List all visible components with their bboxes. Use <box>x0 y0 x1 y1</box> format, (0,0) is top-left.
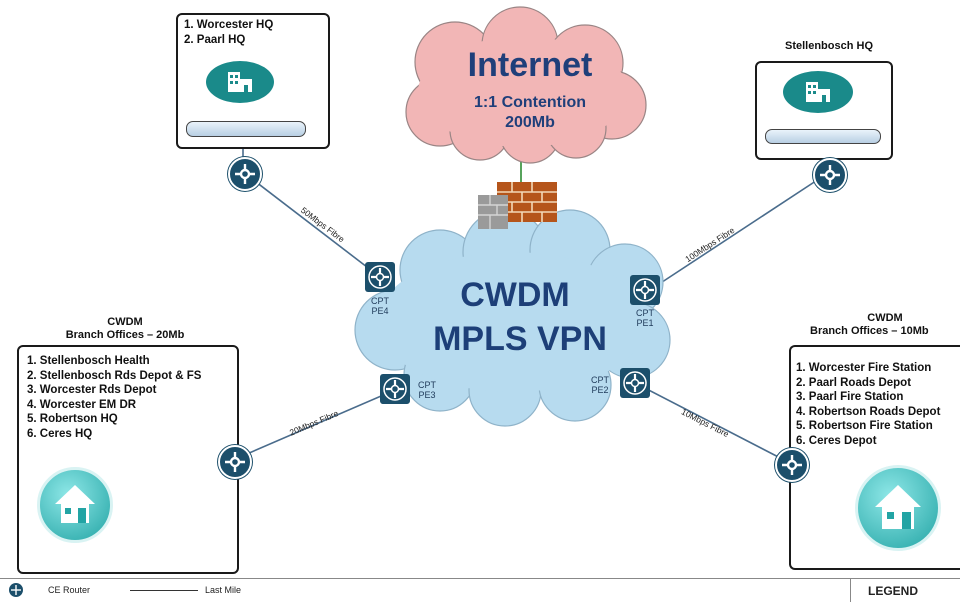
list-item: 5. Robertson HQ <box>27 413 118 425</box>
site-heading-bottom-right-1: CWDM <box>867 312 903 324</box>
server-bar-icon <box>186 121 306 137</box>
list-item: 4. Worcester EM DR <box>27 398 137 411</box>
pe-label-pe4: CPT PE4 <box>371 296 389 316</box>
ce-router-icon <box>775 448 809 482</box>
legend-last-mile-label: Last Mile <box>205 585 242 595</box>
site-box-top-right <box>755 61 893 160</box>
list-item: 1. Stellenbosch Health <box>27 355 150 367</box>
legend-bar: CE Router Last Mile LEGEND <box>0 578 960 602</box>
list-item: 2. Stellenbosch Rds Depot & FS <box>27 369 202 382</box>
site-heading-bottom-right-2: Branch Offices – 10Mb <box>810 325 929 337</box>
list-item: 3. Worcester Rds Depot <box>27 384 157 396</box>
link-line-top-right <box>649 172 829 291</box>
internet-cloud <box>405 6 647 164</box>
legend-line-sample <box>130 590 198 591</box>
site-heading-bottom-left-1: CWDM <box>107 316 143 328</box>
server-bar-icon <box>765 129 881 144</box>
building-icon <box>206 61 274 103</box>
link-line-top-left <box>242 171 381 278</box>
list-item: 2. Paarl HQ <box>184 33 246 46</box>
pe-router-icon <box>365 262 395 292</box>
pe-router-icon <box>620 368 650 398</box>
pe-label-pe3: CPT PE3 <box>418 380 436 400</box>
house-icon <box>37 467 113 543</box>
internet-bandwidth: 200Mb <box>505 114 555 131</box>
mpls-cloud <box>354 209 671 427</box>
list-item: 1. Worcester Fire Station <box>796 362 932 374</box>
list-item: 4. Robertson Roads Depot <box>796 405 941 418</box>
pe-router-icon <box>380 374 410 404</box>
ce-router-icon <box>218 445 252 479</box>
link-line-bottom-left <box>232 389 396 461</box>
pe-label-pe2: CPT PE2 <box>591 375 609 395</box>
core-title-line1: CWDM <box>460 276 570 314</box>
legend-divider <box>850 579 851 602</box>
site-heading-bottom-left-2: Branch Offices – 20Mb <box>65 329 185 341</box>
site-box-bottom-right: 1. Worcester Fire Station 2. Paarl Roads… <box>789 345 960 570</box>
building-icon <box>783 71 853 113</box>
internet-contention: 1:1 Contention <box>474 94 586 111</box>
site-box-top-left: 1. Worcester HQ 2. Paarl HQ <box>176 13 330 149</box>
list-item: 5. Robertson Fire Station <box>796 420 933 432</box>
firewall-icon <box>478 182 557 229</box>
ce-router-legend-icon <box>9 583 23 597</box>
list-item: 2. Paarl Roads Depot <box>796 376 912 389</box>
site-box-bottom-left: 1. Stellenbosch Health 2. Stellenbosch R… <box>17 345 239 574</box>
link-line-bottom-right <box>634 382 791 464</box>
list-item: 6. Ceres HQ <box>27 427 93 440</box>
pe-label-pe1: CPT PE1 <box>636 308 654 328</box>
site-title-top-right: Stellenbosch HQ <box>784 40 874 52</box>
core-title-line2: MPLS VPN <box>433 320 607 358</box>
legend-title: LEGEND <box>868 584 919 598</box>
list-item: 6. Ceres Depot <box>796 434 877 447</box>
ce-router-icon <box>228 157 262 191</box>
list-item: 1. Worcester HQ <box>184 19 274 31</box>
internet-title: Internet <box>467 46 593 84</box>
ce-router-icon <box>813 158 847 192</box>
legend-ce-router-label: CE Router <box>48 585 91 595</box>
house-icon <box>855 465 941 551</box>
list-item: 3. Paarl Fire Station <box>796 391 904 403</box>
pe-router-icon <box>630 275 660 305</box>
